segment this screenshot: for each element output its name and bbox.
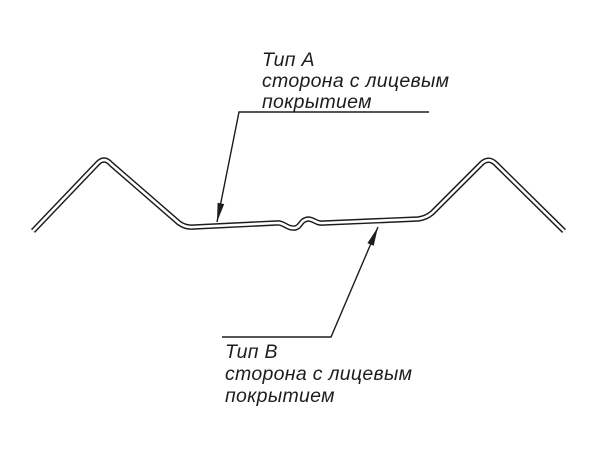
leader-top [216, 111, 429, 223]
profile-sheet-core [32, 158, 565, 232]
label-bottom-line2: сторона с лицевым [225, 363, 412, 385]
label-bottom-line3: покрытием [225, 385, 335, 407]
label-top: Тип А сторона с лицевым покрытием [262, 49, 449, 113]
leader-line-top [216, 111, 429, 223]
leader-line-bottom [222, 226, 379, 338]
label-bottom: Тип В сторона с лицевым покрытием [225, 341, 412, 407]
label-top-line3: покрытием [262, 91, 372, 113]
label-bottom-title: Тип В [225, 341, 278, 363]
arrowhead-top-icon [217, 202, 225, 222]
arrowhead-bottom-icon [367, 227, 378, 246]
leader-bottom [222, 226, 379, 338]
profile-sheet-outline [31, 157, 566, 233]
label-top-title: Тип А [262, 49, 315, 71]
label-top-line2: сторона с лицевым [262, 70, 449, 92]
profile-section [31, 157, 566, 233]
